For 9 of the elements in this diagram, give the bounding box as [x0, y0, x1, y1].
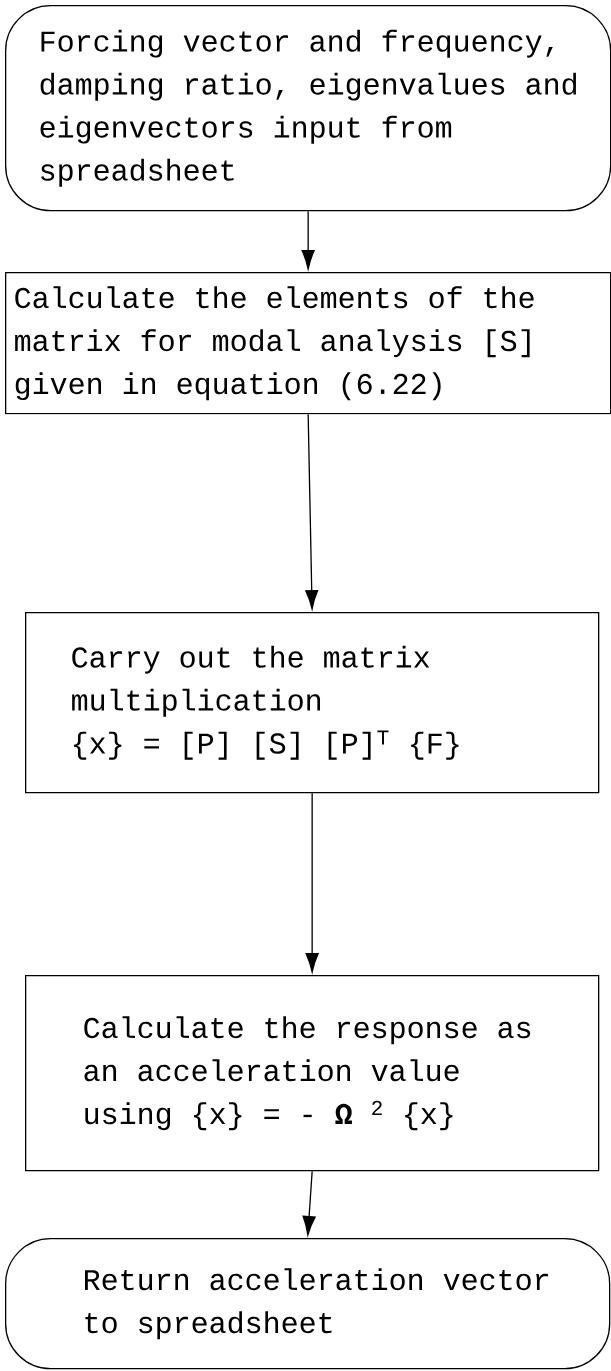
process-box: Calculate the elements of the matrix for modal analysis [S] given in equation (6.22) [5, 272, 611, 415]
arrow [302, 1170, 316, 1236]
terminal-box: Return acceleration vector to spreadsheet [5, 1238, 611, 1370]
arrow [301, 210, 315, 270]
process-box: Calculate the response as an acceleration value using {x} = - Ω $^{2}$ {x} [25, 975, 600, 1172]
arrow [305, 792, 319, 973]
terminal-box: Forcing vector and frequency, damping ratio, eigenvalues and eigenvectors input from spreadsheet [5, 5, 611, 212]
process-box: Carry out the matrix multiplication {x} = [P] [S] [P]$^{T}$ {F} [25, 612, 600, 794]
arrow [305, 413, 319, 610]
